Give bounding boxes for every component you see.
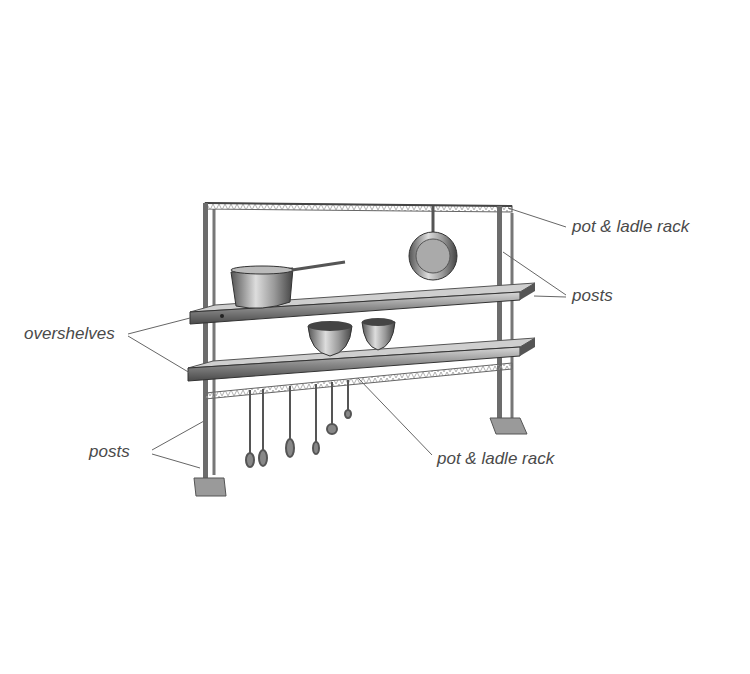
lower-rack [205,363,512,399]
top-rack [205,203,512,212]
ladles [246,380,351,467]
hanging-pan [409,206,457,280]
stock-pot [231,262,345,308]
part-label: posts [572,287,613,306]
part-label: overshelves [24,325,115,344]
back-posts [214,209,512,475]
bowls [308,318,395,356]
part-label: posts [89,443,130,462]
part-label: pot & ladle rack [437,450,554,469]
leader-lines [128,208,566,468]
part-label: pot & ladle rack [572,218,689,237]
